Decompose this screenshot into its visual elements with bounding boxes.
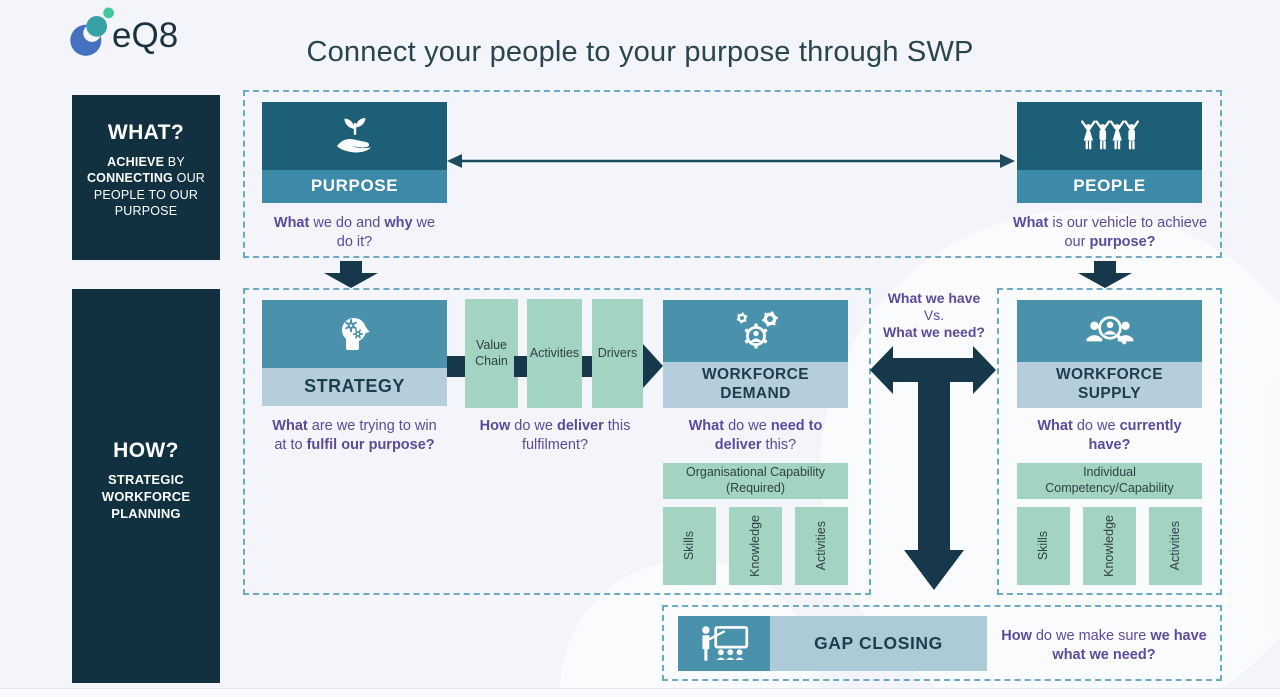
gap-closing-icon-box: [678, 616, 770, 671]
people-caption: What is our vehicle to achieve our purpo…: [1012, 215, 1208, 251]
individual-capability-header: Individual Competency/Capability: [1017, 463, 1202, 499]
comparison-line-2: Vs.: [923, 306, 945, 323]
drivers-demand-arrow: [643, 344, 663, 388]
down-arrow-purpose: [324, 261, 378, 288]
purpose-label: PURPOSE: [262, 170, 447, 203]
what-body: ACHIEVE BY CONNECTING OUR PEOPLE TO OUR …: [86, 155, 206, 218]
demand-activities-label: Activities: [813, 521, 828, 571]
purpose-people-double-arrow: [447, 154, 1015, 168]
supply-knowledge-box: Knowledge: [1083, 507, 1136, 585]
background-circle: [820, 210, 1280, 697]
page-title: Connect your people to your purpose thro…: [306, 36, 974, 68]
eq8-logo-text: eQ8: [112, 16, 179, 55]
how-body: STRATEGIC WORKFORCE PLANNING: [101, 472, 191, 521]
people-box: PEOPLE: [1017, 102, 1202, 203]
strategy-box: STRATEGY: [262, 300, 447, 406]
drivers-box: Drivers: [592, 299, 643, 408]
supply-skills-box: Skills: [1017, 507, 1070, 585]
workforce-supply-label: WORKFORCE SUPPLY: [1017, 362, 1202, 408]
strategy-valuechain-connector: [447, 356, 465, 377]
supply-container: [997, 288, 1222, 595]
what-rail-box: WHAT? ACHIEVE BY CONNECTING OUR PEOPLE T…: [72, 95, 220, 260]
valuechain-activities-connector: [514, 356, 527, 377]
supply-knowledge-label: Knowledge: [1101, 515, 1116, 577]
comparison-line-3: What we need?: [883, 323, 985, 340]
demand-activities-box: Activities: [795, 507, 848, 585]
workforce-demand-caption: What do we need to deliver this?: [688, 418, 823, 454]
value-chain-box: Value Chain: [465, 299, 518, 408]
supply-skills-label: Skills: [1035, 531, 1050, 561]
strategy-caption: What are we trying to win at to fulfil o…: [272, 418, 437, 454]
strategy-label: STRATEGY: [262, 368, 447, 406]
activities-drivers-connector: [582, 356, 592, 377]
gap-closing-caption: How do we make sure we have what we need…: [1001, 628, 1207, 664]
what-heading: WHAT?: [107, 121, 185, 144]
presenter-board-icon: [702, 625, 749, 661]
hand-seedling-icon: [336, 118, 371, 153]
people-raised-arms-icon: [1080, 120, 1139, 150]
down-arrow-people: [1078, 261, 1132, 288]
comparison-line-1: What we have: [887, 290, 981, 306]
workforce-supply-caption: What do we currently have?: [1037, 418, 1182, 454]
eq8-logo-icon: [70, 7, 114, 56]
comparison-text: What we have Vs. What we need?: [864, 290, 1004, 340]
purpose-people-container: [243, 90, 1222, 258]
compare-t-arrow: [870, 346, 996, 590]
workforce-demand-label: WORKFORCE DEMAND: [663, 362, 848, 408]
demand-skills-label: Skills: [681, 531, 696, 561]
people-magnifier-icon: [1086, 316, 1133, 345]
workforce-supply-box: WORKFORCE SUPPLY: [1017, 300, 1202, 408]
gap-closing-container: [662, 605, 1222, 681]
supply-activities-label: Activities: [1167, 521, 1182, 571]
gap-closing-label: GAP CLOSING: [770, 616, 987, 671]
purpose-box: PURPOSE: [262, 102, 447, 203]
value-chain-caption: How do we deliver this fulfilment?: [479, 418, 631, 454]
demand-knowledge-label: Knowledge: [747, 515, 762, 577]
how-heading: HOW?: [113, 439, 179, 462]
gears-person-icon: [736, 311, 778, 349]
eq8-logo: eQ8: [62, 2, 262, 62]
people-label: PEOPLE: [1017, 170, 1202, 203]
head-gears-icon: [341, 318, 369, 350]
how-rail-box: HOW? STRATEGIC WORKFORCE PLANNING: [72, 289, 220, 683]
workforce-demand-box: WORKFORCE DEMAND: [663, 300, 848, 408]
purpose-caption: What we do and why we do it?: [273, 215, 436, 251]
demand-knowledge-box: Knowledge: [729, 507, 782, 585]
supply-activities-box: Activities: [1149, 507, 1202, 585]
planning-container: [243, 288, 871, 595]
bottom-strip: [0, 688, 1280, 697]
organisational-capability-header: Organisational Capability (Required): [663, 463, 848, 499]
demand-skills-box: Skills: [663, 507, 716, 585]
activities-box: Activities: [527, 299, 582, 408]
